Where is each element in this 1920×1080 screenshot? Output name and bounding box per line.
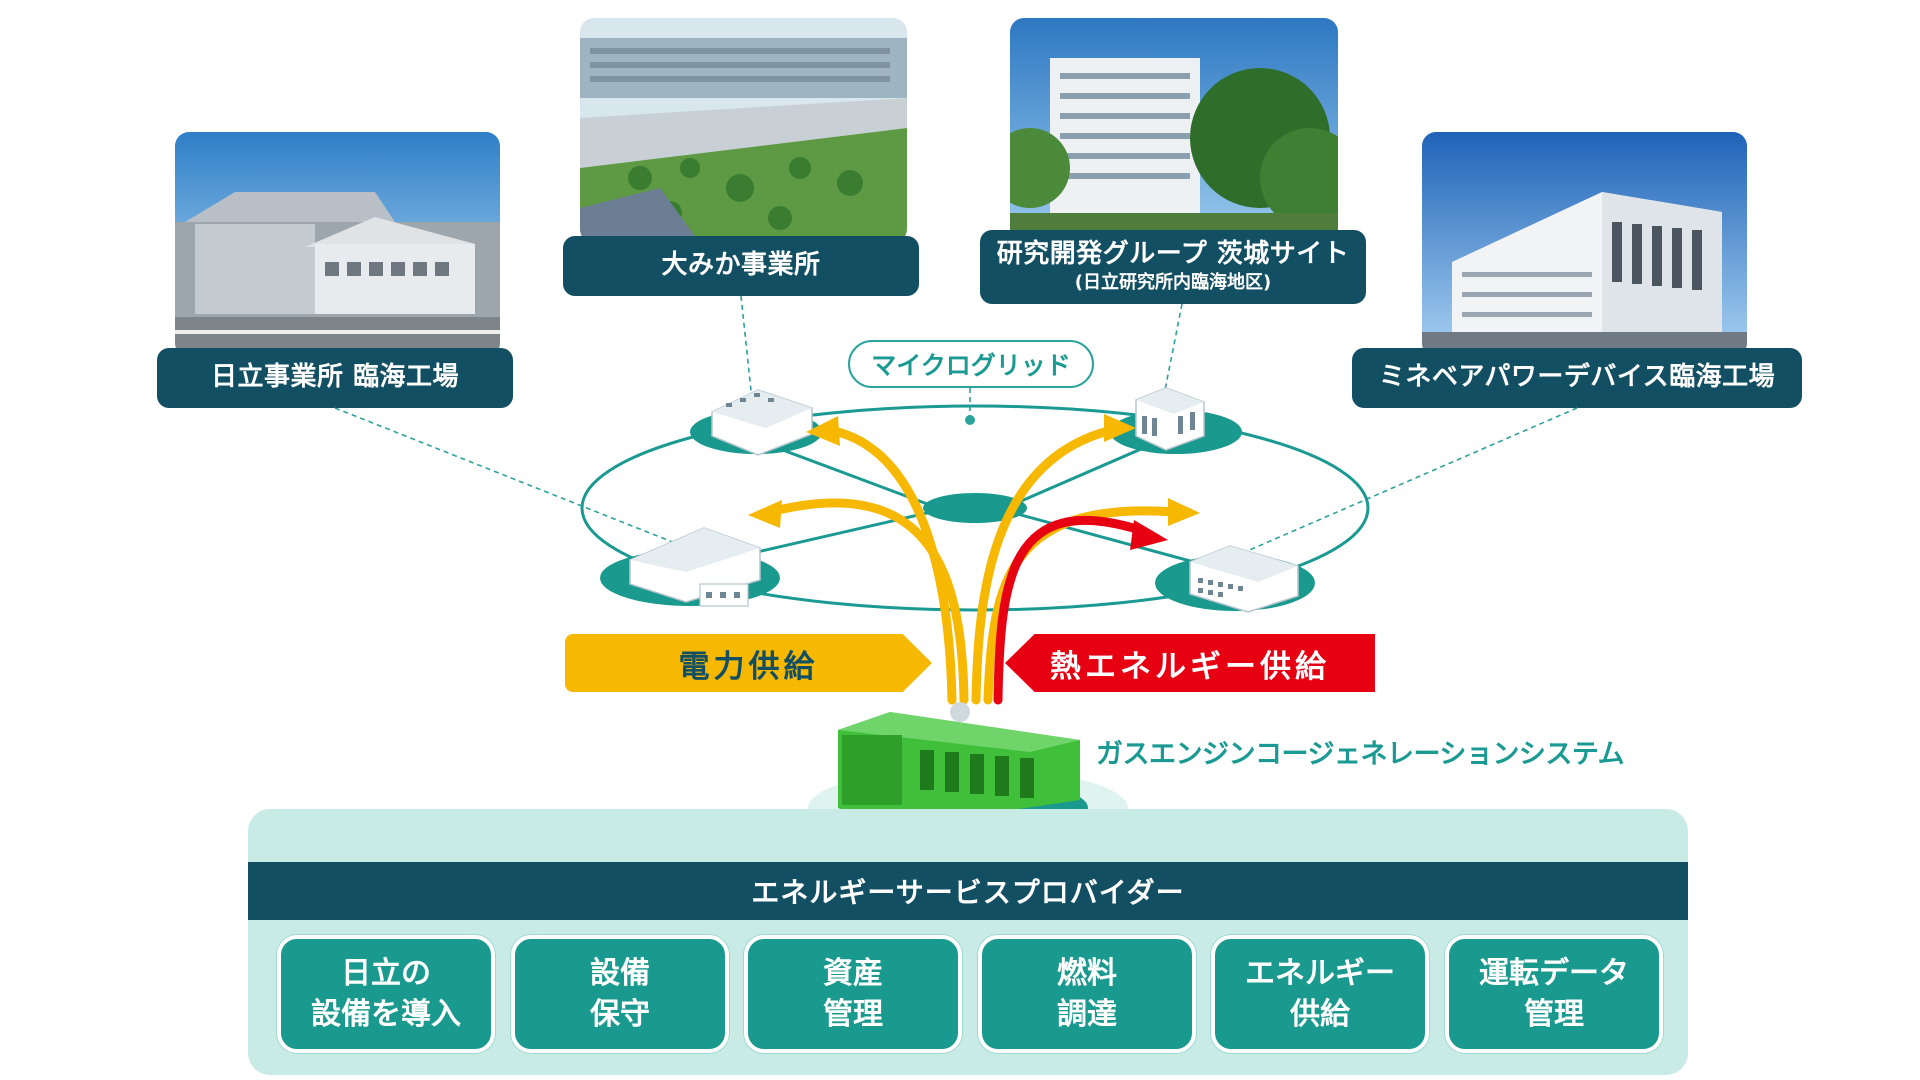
microgrid-ring [580, 404, 1370, 612]
service-operation-data-management: 運転データ 管理 [1445, 935, 1663, 1053]
omika-plant-photo [580, 18, 907, 243]
site-label-minebea-text: ミネベアパワーデバイス臨海工場 [1378, 362, 1776, 393]
site-label-hitachi: 日立事業所 臨海工場 [157, 348, 513, 408]
service-energy-supply: エネルギー 供給 [1211, 935, 1429, 1053]
service-equipment-maintenance: 設備 保守 [511, 935, 729, 1053]
service-asset-management: 資産 管理 [744, 935, 962, 1053]
power-supply-text: 電力供給 [678, 648, 819, 685]
esp-title-text: エネルギーサービスプロバイダー [751, 876, 1185, 909]
power-supply-label: 電力供給 [565, 634, 932, 692]
service-label: 燃料 調達 [1057, 955, 1117, 1032]
minebea-plant-photo [1422, 132, 1747, 357]
service-label: 運転データ 管理 [1479, 955, 1629, 1032]
gas-engine-label: ガスエンジンコージェネレーションシステム [1096, 739, 1625, 770]
site-label-omika: 大みか事業所 [563, 236, 919, 296]
service-label: 資産 管理 [823, 955, 883, 1032]
building-icon [1135, 387, 1205, 451]
hitachi-plant-photo [175, 132, 500, 357]
service-fuel-procurement: 燃料 調達 [978, 935, 1196, 1053]
site-label-rd-subtext: (日立研究所内臨海地区) [1074, 272, 1272, 294]
esp-title: エネルギーサービスプロバイダー [248, 862, 1688, 920]
heat-supply-text: 熱エネルギー供給 [1050, 648, 1330, 685]
service-label: 設備 保守 [590, 955, 650, 1032]
factory-icon [629, 527, 761, 607]
site-connector-lines [334, 295, 1578, 556]
site-label-rd: 研究開発グループ 茨城サイト (日立研究所内臨海地区) [980, 230, 1366, 304]
service-label: エネルギー 供給 [1245, 955, 1395, 1032]
service-equipment-introduction: 日立の 設備を導入 [277, 935, 495, 1053]
rd-site-photo [1010, 18, 1338, 243]
microgrid-label: マイクログリッド [848, 340, 1094, 388]
site-label-hitachi-text: 日立事業所 臨海工場 [210, 362, 460, 393]
microgrid-label-text: マイクログリッド [871, 351, 1071, 380]
building-icon [1189, 545, 1299, 613]
heat-supply-label: 熱エネルギー供給 [1005, 634, 1375, 692]
service-label: 日立の 設備を導入 [311, 955, 461, 1032]
heat-flow-arrow [993, 515, 1145, 705]
generator-icon [838, 702, 1080, 828]
site-label-rd-text: 研究開発グループ 茨城サイト [996, 239, 1350, 270]
site-label-minebea: ミネベアパワーデバイス臨海工場 [1352, 348, 1802, 408]
site-label-omika-text: 大みか事業所 [661, 250, 821, 281]
